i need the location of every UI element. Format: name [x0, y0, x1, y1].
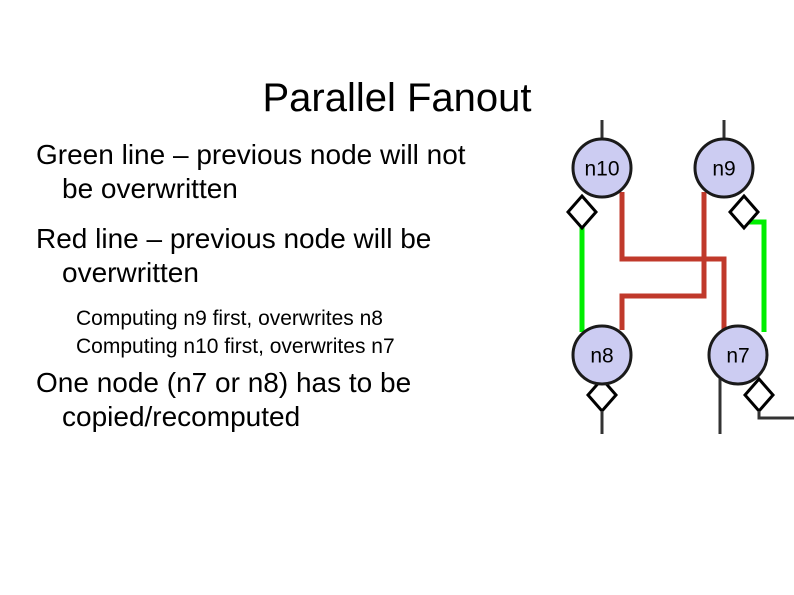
stub-wire-bottom-n7-right: [757, 411, 794, 420]
bullet-line-2: copied/recomputed: [62, 401, 301, 432]
port-diamond-n7: [743, 376, 775, 414]
edge-red-n10-to-n7: [619, 192, 727, 330]
graph-node-n10[interactable]: n10: [571, 137, 633, 199]
port-diamond-n9: [728, 193, 760, 231]
graph-node-n9[interactable]: n9: [693, 137, 755, 199]
bullet-item-green-line: Green line – previous node will not be o…: [36, 138, 541, 206]
bullet-line-1: Green line – previous node will not: [36, 139, 466, 170]
sub-bullet-computing-n10: Computing n10 first, overwrites n7: [76, 335, 395, 358]
parallel-fanout-diagram: n10 n9 n8 n7: [548, 104, 794, 444]
bullet-line-2: overwritten: [62, 257, 199, 288]
bullet-line-2: be overwritten: [62, 173, 238, 204]
bullet-line-1: Red line – previous node will be: [36, 223, 432, 254]
node-label-n8: n8: [590, 345, 613, 368]
node-circle-n7: [707, 324, 769, 386]
node-circle-n8: [571, 324, 633, 386]
edge-green-n9-to-n7: [744, 219, 767, 332]
page-title: Parallel Fanout: [262, 75, 532, 120]
sub-bullet-computing-n9: Computing n9 first, overwrites n8: [76, 307, 383, 330]
port-diamond-n10: [566, 193, 598, 231]
bullet-item-red-line: Red line – previous node will be overwri…: [36, 222, 541, 290]
node-label-n7: n7: [726, 345, 749, 368]
bullet-list: Green line – previous node will not be o…: [36, 138, 541, 444]
graph-node-n8[interactable]: n8: [571, 324, 633, 386]
edge-red-n9-to-n8: [619, 192, 707, 330]
graph-node-n7[interactable]: n7: [707, 324, 769, 386]
bullet-line-1: One node (n7 or n8) has to be: [36, 367, 412, 398]
bullet-item-one-node: One node (n7 or n8) has to be copied/rec…: [36, 366, 541, 434]
node-label-n10: n10: [584, 158, 619, 181]
node-label-n9: n9: [712, 158, 735, 181]
node-circle-n10: [571, 137, 633, 199]
node-circle-n9: [693, 137, 755, 199]
